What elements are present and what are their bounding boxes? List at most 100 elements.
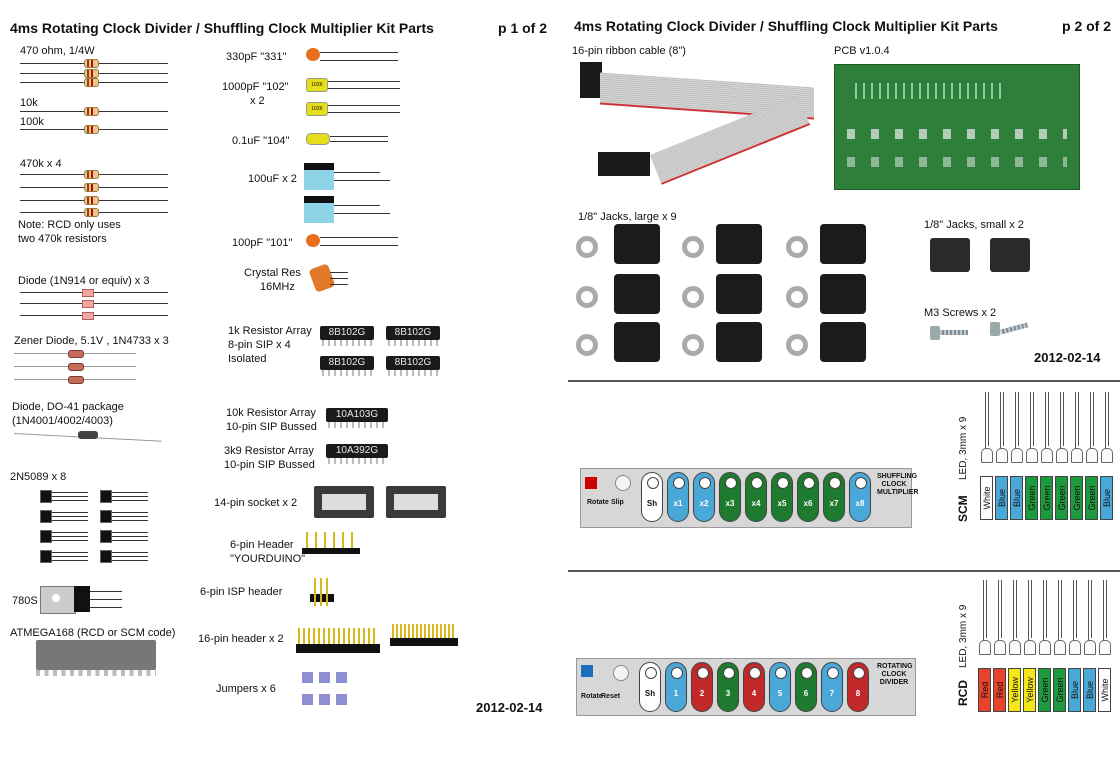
label-470k: 470k x 4 [20, 158, 62, 170]
scm-led-5 [1055, 392, 1068, 476]
rcd-led-color-5: Green [1053, 668, 1066, 712]
scm-led-color-label: Blue [996, 488, 1007, 508]
label-c102-count: x 2 [250, 95, 265, 107]
scm-led-color-label: Green [1086, 485, 1097, 511]
label-array2-a: 10k Resistor Array [226, 407, 316, 419]
label-transistor: 2N5089 x 8 [10, 471, 67, 483]
label-crystal-2: 16MHz [260, 281, 295, 293]
note-line-2: two 470k resistors [18, 233, 107, 245]
label-crystal-1: Crystal Res [244, 267, 301, 279]
rcd-led-8 [1098, 580, 1111, 668]
rcd-led-color-label: Red [979, 681, 990, 699]
scm-panel-jack-0: Sh [641, 472, 663, 522]
scm-led-color-label: White [981, 486, 992, 510]
label-array3-b: 10-pin SIP Bussed [224, 459, 315, 471]
rcd-led-color-1: Red [993, 668, 1006, 712]
rcd-panel-jack-1: 1 [665, 662, 687, 712]
page-2-number: p 2 of 2 [1062, 18, 1112, 34]
label-c331: 330pF "331" [226, 51, 287, 63]
rcd-led-color-2: Yellow [1008, 668, 1021, 712]
rcd-panel-jack-5: 5 [769, 662, 791, 712]
scm-led-color-1: Blue [995, 476, 1008, 520]
page-1-number: p 1 of 2 [498, 20, 548, 36]
capacitor-102-b: 102K [306, 102, 328, 116]
label-header6-a: 6-pin Header [230, 539, 294, 551]
rcd-label: RCD [956, 680, 970, 706]
scm-panel-jack-2: x2 [693, 472, 715, 522]
rcd-led-6 [1068, 580, 1081, 668]
ic-socket-b [386, 486, 446, 518]
scm-led-color-7: Green [1085, 476, 1098, 520]
label-ribbon: 16-pin ribbon cable (8") [572, 45, 686, 57]
scm-led-6 [1070, 392, 1083, 476]
label-array1-a: 1k Resistor Array [228, 325, 312, 337]
ic-socket-a [314, 486, 374, 518]
scm-led-label: LED, 3mm x 9 [958, 416, 969, 480]
rcd-led-color-4: Green [1038, 668, 1051, 712]
label-isp: 6-pin ISP header [200, 586, 283, 598]
label-diode: Diode (1N914 or equiv) x 3 [18, 275, 150, 287]
scm-led-8 [1100, 392, 1113, 476]
divider-bottom [568, 570, 1120, 572]
page-1-title: 4ms Rotating Clock Divider / Shuffling C… [10, 20, 434, 36]
label-10k: 10k [20, 97, 38, 109]
pcb-board [834, 64, 1080, 190]
rcd-led-color-label: Green [1054, 677, 1065, 703]
label-c101: 100pF "101" [232, 237, 293, 249]
label-header6-b: "YOURDUINO" [230, 553, 306, 565]
label-jumpers: Jumpers x 6 [216, 683, 276, 695]
rcd-panel-title-3: DIVIDER [879, 679, 909, 686]
scm-led-color-label: Blue [1011, 488, 1022, 508]
scm-led-2 [1010, 392, 1023, 476]
rcd-led-color-0: Red [978, 668, 991, 712]
rcd-panel-jack-0: Sh [639, 662, 661, 712]
rcd-panel-jack-3: 3 [717, 662, 739, 712]
label-do41-2: (1N4001/4002/4003) [12, 415, 113, 427]
scm-led-color-3: Green [1025, 476, 1038, 520]
rcd-panel-jack-2: 2 [691, 662, 713, 712]
electrolytic-cap-a [304, 163, 334, 190]
divider-top [568, 380, 1120, 382]
resistor-array-8b102g-2: 8B102G [386, 326, 440, 346]
label-array3-a: 3k9 Resistor Array [224, 445, 314, 457]
rcd-led-color-8: White [1098, 668, 1111, 712]
label-do41-1: Diode, DO-41 package [12, 401, 124, 413]
scm-panel-jack-1: x1 [667, 472, 689, 522]
scm-panel-jack-3: x3 [719, 472, 741, 522]
scm-panel-jack-5: x5 [771, 472, 793, 522]
scm-led-color-label: Green [1041, 485, 1052, 511]
rcd-led-color-7: Blue [1083, 668, 1096, 712]
label-100uf: 100uF x 2 [248, 173, 297, 185]
rcd-led-0 [978, 580, 991, 668]
rcd-panel-jack-6: 6 [795, 662, 817, 712]
scm-led-color-5: Green [1055, 476, 1068, 520]
scm-panel-title-3: MULTIPLIER [877, 489, 919, 496]
rcd-panel-title-1: ROTATING [877, 663, 913, 670]
rcd-led-label: LED, 3mm x 9 [958, 604, 969, 668]
resistor-array-8b102g-1: 8B102G [320, 326, 374, 346]
rcd-led-color-label: Blue [1084, 680, 1095, 700]
label-470-ohm: 470 ohm, 1/4W [20, 45, 95, 57]
label-c104: 0.1uF "104" [232, 135, 290, 147]
rcd-panel-jack-4: 4 [743, 662, 765, 712]
scm-panel-jack-6: x6 [797, 472, 819, 522]
scm-led-4 [1040, 392, 1053, 476]
label-c102: 1000pF "102" [222, 81, 289, 93]
resistor-array-8b102g-3: 8B102G [320, 356, 374, 376]
resistor-array-10a103g: 10A103G [326, 408, 388, 428]
scm-panel-jack-8: x8 [849, 472, 871, 522]
label-socket: 14-pin socket x 2 [214, 497, 298, 509]
scm-led-0 [980, 392, 993, 476]
rcd-led-color-label: Blue [1069, 680, 1080, 700]
rcd-panel-label-rotate: Rotate [581, 693, 603, 700]
scm-panel-jack-4: x4 [745, 472, 767, 522]
rcd-led-color-label: Yellow [1009, 677, 1020, 703]
rcd-led-7 [1083, 580, 1096, 668]
resistor-array-10a392g: 10A392G [326, 444, 388, 464]
label-array2-b: 10-pin SIP Bussed [226, 421, 317, 433]
scm-panel-jack-7: x7 [823, 472, 845, 522]
rcd-panel-title-2: CLOCK [881, 671, 907, 678]
page-1-date: 2012-02-14 [476, 700, 543, 715]
